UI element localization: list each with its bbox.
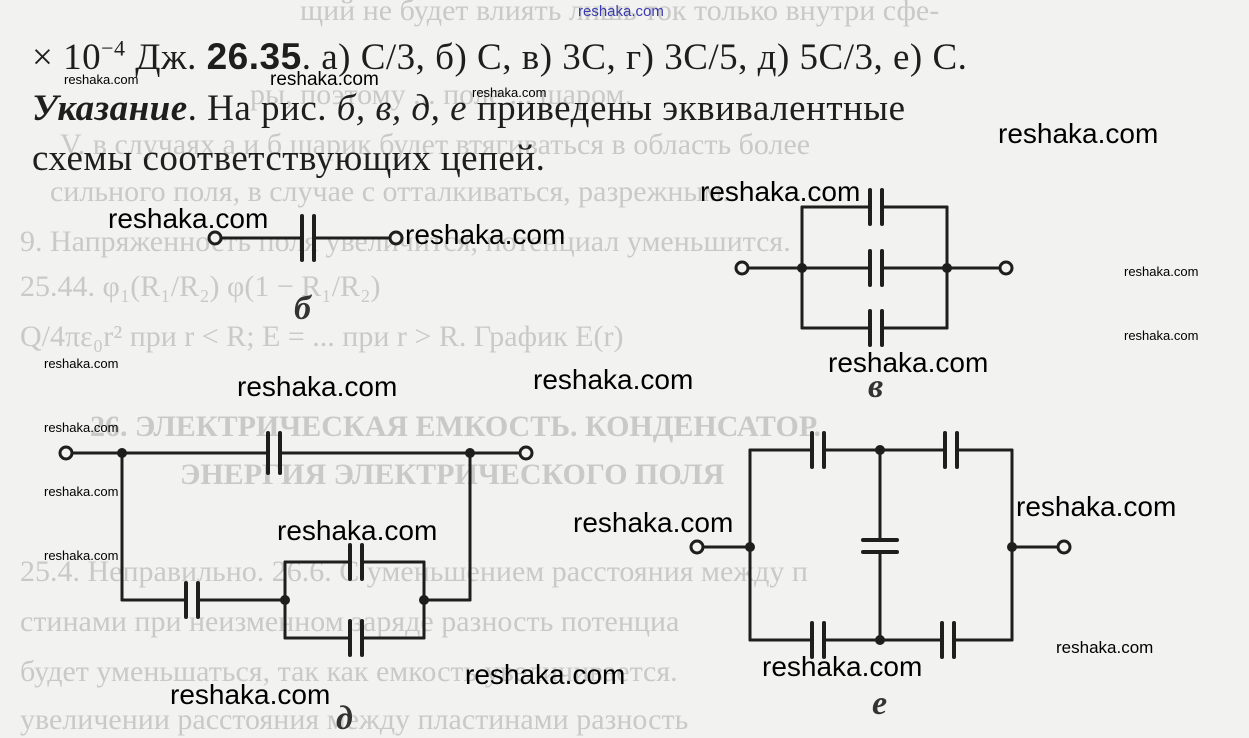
junction	[419, 595, 429, 605]
terminal-left	[58, 445, 74, 461]
watermark: reshaka.com	[1124, 264, 1199, 279]
watermark: reshaka.com	[998, 118, 1159, 149]
answers-text: . а) C/3, б) C, в) 3C, г) 3C/5, д) 5C/3,…	[301, 37, 968, 78]
hint-text-before: . На рис.	[187, 88, 337, 129]
junction	[875, 635, 885, 645]
schemes-line: схемы соответствующих цепей.	[32, 138, 546, 179]
junction	[117, 448, 127, 458]
figure-label-b: б	[294, 290, 311, 327]
watermark: reshaka.com	[44, 356, 119, 371]
circuit-e	[689, 431, 1072, 659]
junction	[1007, 542, 1017, 552]
hint-text-after: приведены эквивалентные	[467, 88, 906, 129]
hint-line: Указание. На рис. б, в, д, е приведены э…	[32, 90, 906, 127]
terminal-left	[689, 539, 705, 555]
circuit-v	[734, 188, 1014, 347]
watermark: reshaka.com	[472, 85, 547, 100]
unit: Дж.	[125, 37, 207, 78]
figure-label-e: е	[872, 685, 888, 722]
watermark: reshaka.com	[237, 371, 398, 402]
multiplier-prefix: × 10	[32, 37, 102, 78]
watermark: reshaka.com	[44, 484, 119, 499]
problem-number: 26.35	[206, 36, 302, 77]
watermark: reshaka.com	[578, 3, 664, 20]
watermark: reshaka.com	[170, 679, 331, 710]
junction	[797, 263, 807, 273]
circuit-b	[207, 214, 404, 262]
terminal-left	[734, 260, 750, 276]
watermark: reshaka.com	[700, 176, 861, 207]
terminal-right	[998, 260, 1014, 276]
terminal-right	[388, 230, 404, 246]
figure-label-v: в	[868, 368, 884, 405]
watermark: reshaka.com	[1056, 638, 1154, 657]
hint-figures: б, в, д, е	[336, 88, 468, 129]
junction	[875, 445, 885, 455]
watermark: reshaka.com	[533, 364, 694, 395]
figure-label-d: д	[336, 700, 353, 737]
terminal-right	[1056, 539, 1072, 555]
watermark: reshaka.com	[1124, 328, 1199, 343]
answer-line: × 10−4 Дж. 26.35. а) C/3, б) C, в) 3C, г…	[32, 35, 968, 78]
watermark: reshaka.com	[277, 515, 438, 546]
hint-label: Указание	[32, 88, 188, 129]
watermark: reshaka.com	[44, 548, 119, 563]
watermark: reshaka.com	[64, 72, 139, 87]
watermark: reshaka.com	[828, 347, 989, 378]
watermark: reshaka.com	[405, 219, 566, 250]
watermark: reshaka.com	[44, 420, 119, 435]
terminal-right	[518, 445, 534, 461]
exponent: −4	[101, 35, 126, 61]
watermark: reshaka.com	[1016, 491, 1177, 522]
junction	[465, 448, 475, 458]
circuit-d	[58, 431, 534, 657]
junction	[280, 595, 290, 605]
watermark: reshaka.com	[762, 651, 923, 682]
watermark: reshaka.com	[108, 203, 269, 234]
junction	[745, 542, 755, 552]
watermark: reshaka.com	[465, 659, 626, 690]
watermark: reshaka.com	[270, 69, 379, 90]
junction	[942, 263, 952, 273]
watermark: reshaka.com	[573, 507, 734, 538]
